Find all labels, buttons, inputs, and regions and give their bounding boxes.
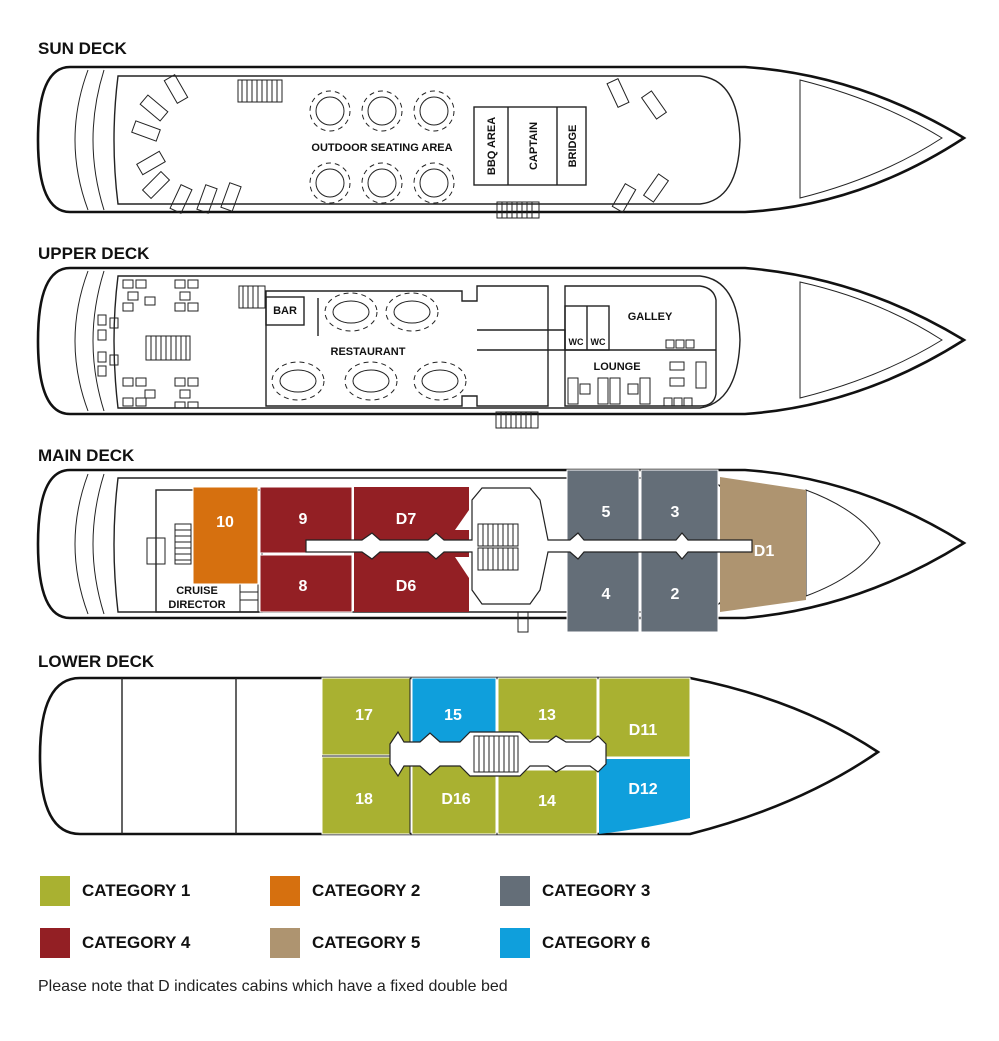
galley-label: GALLEY [628, 311, 673, 323]
main-deck: CRUISE DIRECTOR 10 9 D [36, 468, 967, 633]
cabin-d7-label: D7 [396, 511, 417, 528]
legend-label-category-4: CATEGORY 4 [82, 933, 191, 952]
wc-label-2: WC [591, 337, 606, 347]
legend-item-category-6: CATEGORY 6 [500, 928, 650, 958]
cabin-d11-label: D11 [629, 722, 658, 739]
upper-deck-title: UPPER DECK [38, 244, 150, 263]
legend-label-category-5: CATEGORY 5 [312, 933, 421, 952]
cabin-d6-label: D6 [396, 578, 417, 595]
cabin-3-label: 3 [671, 504, 680, 521]
wc-label-1: WC [569, 337, 584, 347]
lower-deck-title: LOWER DECK [38, 652, 155, 671]
lounge-label: LOUNGE [593, 361, 640, 373]
cabin-4-label: 4 [602, 586, 611, 603]
legend-item-category-3: CATEGORY 3 [500, 876, 650, 906]
cabin-5-label: 5 [602, 504, 611, 521]
cabin-2-label: 2 [671, 586, 680, 603]
lower-deck: 17 15 13 D11 18 D16 14 D12 [38, 676, 881, 836]
cabin-d7 [354, 487, 469, 530]
legend-swatch-category-5 [270, 928, 300, 958]
cabin-d16-label: D16 [441, 791, 470, 808]
legend-swatch-category-6 [500, 928, 530, 958]
legend-swatch-category-3 [500, 876, 530, 906]
upper-deck: BAR WC WC GALLEY LOUNGE [36, 266, 967, 429]
cabin-8 [259, 554, 353, 613]
cabin-2 [640, 543, 719, 633]
legend-item-category-5: CATEGORY 5 [270, 928, 420, 958]
cabin-10 [192, 486, 259, 585]
cabin-d6 [354, 557, 469, 612]
cabin-d12 [599, 759, 690, 834]
legend-item-category-1: CATEGORY 1 [40, 876, 190, 906]
legend-label-category-3: CATEGORY 3 [542, 881, 651, 900]
restaurant-label: RESTAURANT [331, 346, 406, 358]
bridge-label: BRIDGE [567, 125, 579, 168]
cabin-d12-label: D12 [628, 781, 657, 798]
double-bed-note: Please note that D indicates cabins whic… [38, 978, 508, 995]
cabin-8-label: 8 [299, 578, 308, 595]
cabin-d1-label: D1 [754, 543, 775, 560]
legend-item-category-2: CATEGORY 2 [270, 876, 420, 906]
bbq-area-label: BBQ AREA [486, 117, 498, 175]
cabin-10-label: 10 [216, 514, 234, 531]
cabin-18-label: 18 [355, 791, 373, 808]
cabin-13 [497, 677, 598, 741]
legend-swatch-category-2 [270, 876, 300, 906]
cabin-d11 [598, 677, 691, 758]
cabin-9-label: 9 [299, 511, 308, 528]
cabin-15-label: 15 [444, 707, 462, 724]
cabin-13-label: 13 [538, 707, 556, 724]
legend-item-category-4: CATEGORY 4 [40, 928, 190, 958]
cabin-3 [640, 469, 719, 543]
cabin-d1 [720, 477, 806, 612]
legend-label-category-6: CATEGORY 6 [542, 933, 651, 952]
sun-deck-title: SUN DECK [38, 39, 128, 58]
legend-label-category-1: CATEGORY 1 [82, 881, 191, 900]
cabin-14-label: 14 [538, 793, 556, 810]
legend-swatch-category-4 [40, 928, 70, 958]
cabin-5 [566, 469, 640, 543]
outdoor-seating-area-label: OUTDOOR SEATING AREA [311, 142, 452, 154]
cruise-director-label-line1: CRUISE [176, 585, 218, 597]
cabin-17-label: 17 [355, 707, 373, 724]
main-deck-title: MAIN DECK [38, 446, 135, 465]
legend-label-category-2: CATEGORY 2 [312, 881, 421, 900]
cabin-14 [497, 769, 598, 835]
bar-label: BAR [273, 305, 297, 317]
legend-swatch-category-1 [40, 876, 70, 906]
captain-label: CAPTAIN [528, 122, 540, 170]
sun-deck: OUTDOOR SEATING AREA BBQ AREA CAPTAIN BR… [36, 65, 967, 219]
deck-plan: SUN DECK [36, 39, 967, 836]
cruise-director-label-line2: DIRECTOR [168, 599, 225, 611]
